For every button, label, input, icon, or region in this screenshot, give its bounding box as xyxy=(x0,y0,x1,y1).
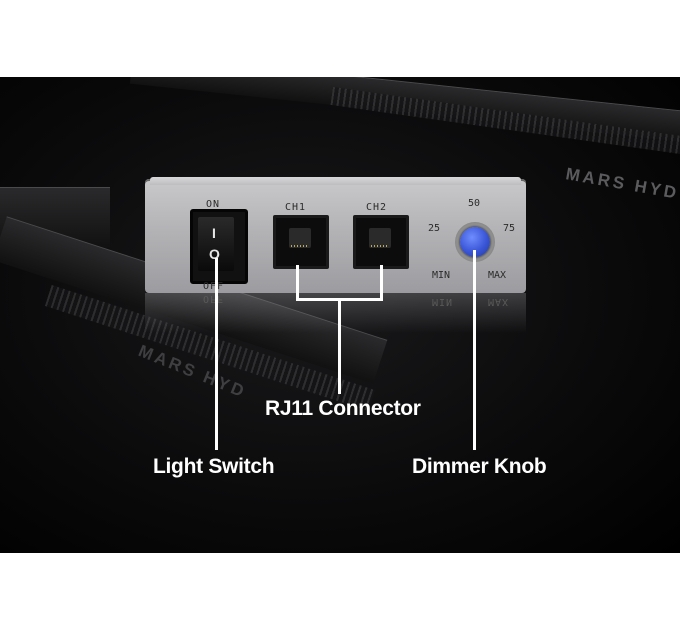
dial-max-label: MAX xyxy=(488,270,507,281)
light-switch-callout: Light Switch xyxy=(153,455,275,478)
connector-pointer-stem xyxy=(338,298,341,394)
switch-on-label: ON xyxy=(206,199,221,210)
rj11-socket xyxy=(289,228,311,248)
rj11-socket xyxy=(369,228,391,248)
knob-pointer-line xyxy=(473,250,476,450)
rj11-jack-ch2[interactable] xyxy=(353,215,409,269)
rocker-off-glyph: O xyxy=(209,246,220,262)
dial-max-reflection: MAX xyxy=(488,296,510,307)
rj11-connector-callout: RJ11 Connector xyxy=(265,397,421,420)
connector-pointer-left xyxy=(296,265,299,301)
dimmer-knob-callout: Dimmer Knob xyxy=(412,455,547,478)
channel2-label: CH2 xyxy=(366,202,388,213)
switch-pointer-line xyxy=(215,258,218,450)
dial-min-reflection: MIN xyxy=(432,296,454,307)
switch-off-reflection: OFF xyxy=(203,293,225,304)
rj11-pins xyxy=(291,245,309,247)
controller-box-top xyxy=(150,177,521,185)
dial-mark-75: 75 xyxy=(503,223,516,234)
rocker-on-glyph: I xyxy=(212,225,216,241)
background-brand-upper: MARS HYD xyxy=(564,164,680,203)
switch-off-label: OFF xyxy=(203,281,225,292)
channel1-label: CH1 xyxy=(285,202,307,213)
rj11-pins xyxy=(371,245,389,247)
connector-pointer-right xyxy=(380,265,383,301)
dial-mark-50: 50 xyxy=(468,198,481,209)
dial-mark-25: 25 xyxy=(428,223,441,234)
dial-min-label: MIN xyxy=(432,270,451,281)
rj11-jack-ch1[interactable] xyxy=(273,215,329,269)
